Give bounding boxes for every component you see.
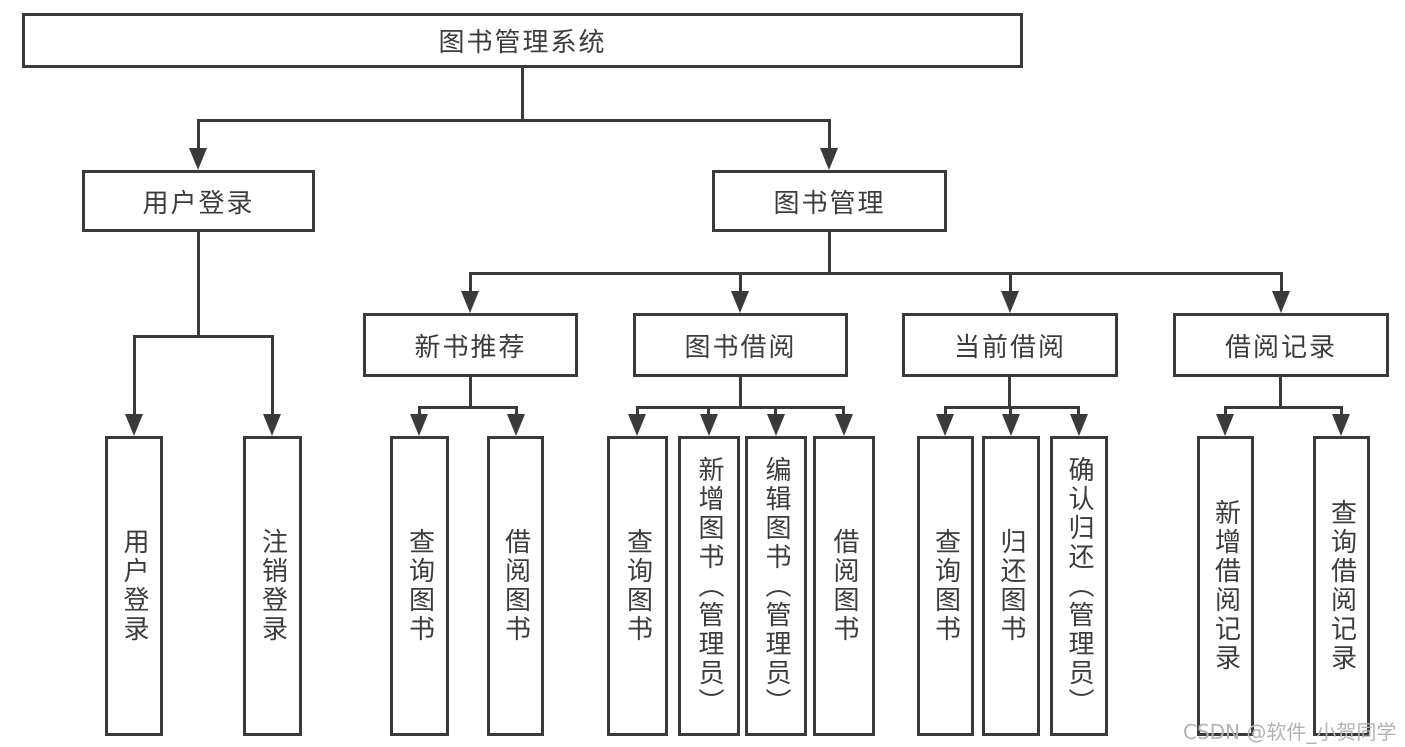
connector-newbook-stub: [469, 377, 472, 409]
connector-to-current-borrowing: [1009, 272, 1012, 294]
connector-current-distributor: [944, 406, 1080, 409]
watermark-text: CSDN @软件_小贺同学: [1183, 720, 1397, 744]
connector-management-stub: [828, 232, 831, 275]
connector-borrowing-stub: [739, 377, 742, 409]
connector-to-book-borrowing: [739, 272, 742, 294]
node-root: 图书管理系统: [22, 13, 1023, 68]
arrowhead-records-leaf1: [1216, 414, 1234, 436]
arrowhead-borrowing-leaf3: [767, 414, 785, 436]
leaf-edit-book-admin: 编辑图书（管理员）: [745, 436, 807, 736]
connector-records-leaf2: [1340, 406, 1343, 416]
leaf-confirm-return-admin: 确认归还（管理员）: [1050, 436, 1108, 736]
connector-user-distributor: [133, 335, 274, 338]
arrowhead-current-leaf1: [936, 414, 954, 436]
arrowhead-book-management: [820, 148, 838, 170]
arrowhead-borrowing-leaf4: [835, 414, 853, 436]
node-book-borrowing: 图书借阅: [633, 313, 848, 377]
connector-to-leaf-user-login: [133, 335, 136, 419]
arrowhead-borrowing-leaf1: [628, 414, 646, 436]
arrowhead-current-borrowing: [1001, 291, 1019, 313]
arrowhead-leaf-user-login: [125, 414, 143, 436]
connector-user-stub: [197, 232, 200, 338]
leaf-add-borrow-record: 新增借阅记录: [1197, 436, 1254, 736]
arrowhead-borrowing-leaf2: [700, 414, 718, 436]
connector-newbook-leaf2: [515, 406, 518, 416]
connector-records-distributor: [1224, 406, 1343, 409]
connector-to-book-management: [828, 119, 831, 155]
connector-to-user-login: [197, 119, 200, 155]
leaf-query-borrow-record: 查询借阅记录: [1313, 436, 1370, 736]
arrowhead-current-leaf2: [1002, 414, 1020, 436]
node-user-login: 用户登录: [82, 170, 315, 232]
connector-current-stub: [1008, 377, 1011, 409]
leaf-user-login: 用户登录: [105, 436, 163, 736]
connector-current-leaf1: [944, 406, 947, 416]
leaf-return-books: 归还图书: [982, 436, 1040, 736]
connector-borrowing-leaf3: [774, 406, 777, 416]
connector-borrowing-leaf4: [842, 406, 845, 416]
leaf-logout: 注销登录: [243, 436, 302, 736]
arrowhead-newbook-leaf1: [410, 414, 428, 436]
arrowhead-current-leaf3: [1070, 414, 1088, 436]
leaf-borrow-books-borrowing: 借阅图书: [813, 436, 875, 736]
connector-to-leaf-logout: [271, 335, 274, 419]
connector-records-leaf1: [1224, 406, 1227, 416]
leaf-add-book-admin: 新增图书（管理员）: [678, 436, 740, 736]
connector-records-stub: [1279, 377, 1282, 409]
node-new-book-recommendation: 新书推荐: [363, 313, 578, 377]
connector-newbook-distributor: [418, 406, 518, 409]
arrowhead-records-leaf2: [1332, 414, 1350, 436]
leaf-borrow-books-recommend: 借阅图书: [487, 436, 544, 736]
connector-borrowing-distributor: [636, 406, 845, 409]
leaf-query-books-borrowing: 查询图书: [607, 436, 668, 736]
connector-root-stub: [521, 68, 524, 122]
arrowhead-newbook-leaf2: [507, 414, 525, 436]
connector-current-leaf3: [1077, 406, 1080, 416]
node-borrowing-records: 借阅记录: [1173, 313, 1389, 377]
connector-level2-distributor: [197, 119, 831, 122]
connector-to-borrowing-records: [1280, 272, 1283, 294]
connector-borrowing-leaf1: [636, 406, 639, 416]
leaf-query-books-current: 查询图书: [917, 436, 974, 736]
leaf-query-books-recommend: 查询图书: [390, 436, 449, 736]
connector-newbook-leaf1: [418, 406, 421, 416]
connector-borrowing-leaf2: [707, 406, 710, 416]
connector-level3-distributor: [469, 272, 1283, 275]
connector-current-leaf2: [1009, 406, 1012, 416]
node-book-management: 图书管理: [712, 170, 947, 232]
arrowhead-book-borrowing: [731, 291, 749, 313]
arrowhead-leaf-logout: [263, 414, 281, 436]
arrowhead-user-login: [189, 148, 207, 170]
arrowhead-borrowing-records: [1272, 291, 1290, 313]
node-current-borrowing: 当前借阅: [902, 313, 1118, 377]
connector-to-new-book: [469, 272, 472, 294]
arrowhead-new-book: [461, 291, 479, 313]
